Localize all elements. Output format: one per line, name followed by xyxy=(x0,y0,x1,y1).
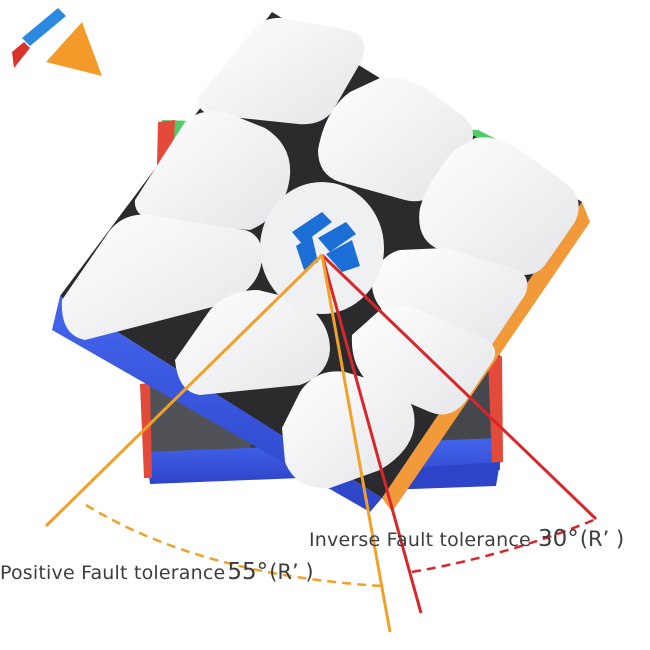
inverse-tolerance-label: Inverse Fault tolerance xyxy=(309,529,531,551)
inverse-tolerance-caption: Inverse Fault tolerance 30°(R’ ) xyxy=(309,526,624,552)
positive-tolerance-angle: 55° xyxy=(227,559,269,585)
app-logo xyxy=(12,8,102,76)
positive-tolerance-annotation xyxy=(44,253,392,633)
cube-center-logo xyxy=(260,182,384,314)
positive-tolerance-caption: Positive Fault tolerance55°(R’ ) xyxy=(0,559,314,585)
cube-face-tiles xyxy=(61,17,579,489)
inverse-tolerance-move: (R’ ) xyxy=(579,527,625,551)
inverse-tolerance-angle: 30° xyxy=(538,526,579,552)
positive-tolerance-label: Positive Fault tolerance xyxy=(0,562,226,584)
positive-tolerance-move: (R’ ) xyxy=(269,560,314,584)
inverse-tolerance-annotation xyxy=(320,253,598,614)
